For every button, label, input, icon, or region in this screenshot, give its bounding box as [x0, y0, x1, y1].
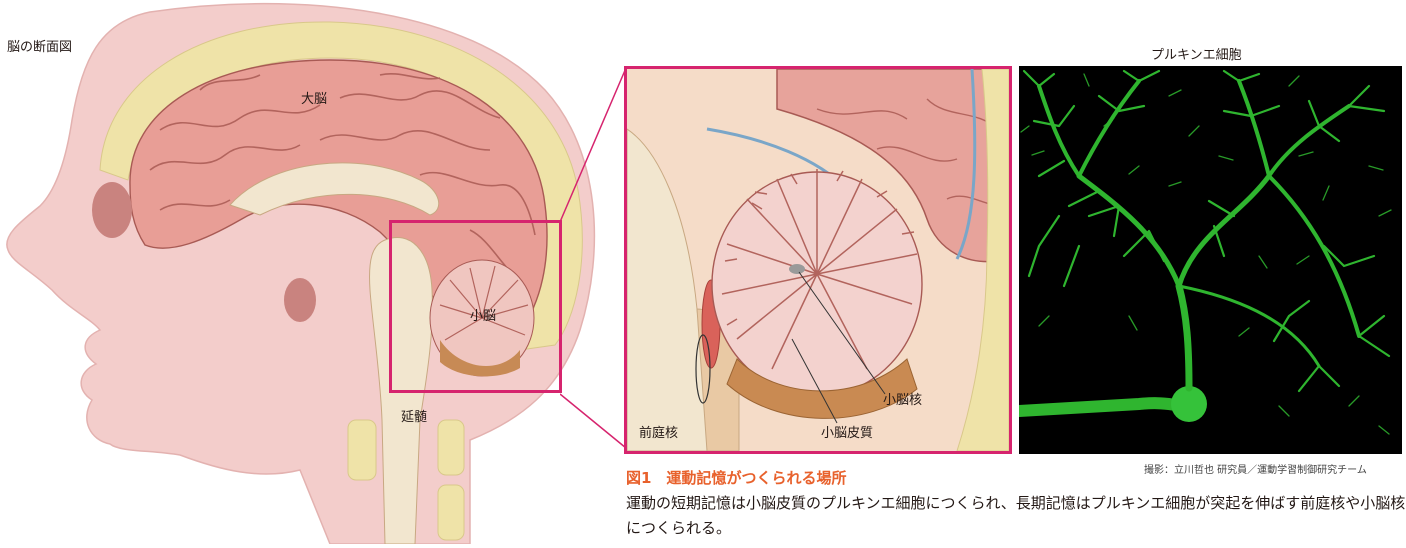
cerebellar-cortex-label: 小脳皮質 — [821, 422, 873, 441]
zoom-connector-lines — [560, 64, 630, 454]
vestibular-nucleus-label: 前庭核 — [639, 422, 678, 441]
head-section-title: 脳の断面図 — [7, 36, 72, 55]
figure-title: 図1 運動記憶がつくられる場所 — [626, 467, 846, 488]
zoom-panel: 前庭核 小脳皮質 小脳核 — [624, 66, 1012, 454]
medulla-label: 延髄 — [401, 406, 427, 425]
eye-socket — [92, 182, 132, 238]
figure-caption: 運動の短期記憶は小脳皮質のプルキンエ細胞につくられ、長期記憶はプルキンエ細胞が突… — [626, 491, 1406, 541]
purkinje-cell-image — [1019, 66, 1402, 454]
cerebellar-nucleus-marker — [789, 264, 805, 274]
zoom-illustration — [627, 69, 1009, 451]
nasal-cavity — [284, 278, 316, 322]
purkinje-title: プルキンエ細胞 — [1151, 44, 1242, 63]
head-section: 脳の断面図 大脳 小脳 延髄 — [0, 0, 600, 544]
cerebrum-label: 大脳 — [301, 88, 327, 107]
purkinje-photo — [1019, 66, 1402, 454]
cerebellar-nucleus-label: 小脳核 — [883, 389, 922, 408]
zoom-region-box — [389, 220, 562, 393]
photo-credit: 撮影：立川哲也 研究員／運動学習制御研究チーム — [1144, 461, 1367, 476]
